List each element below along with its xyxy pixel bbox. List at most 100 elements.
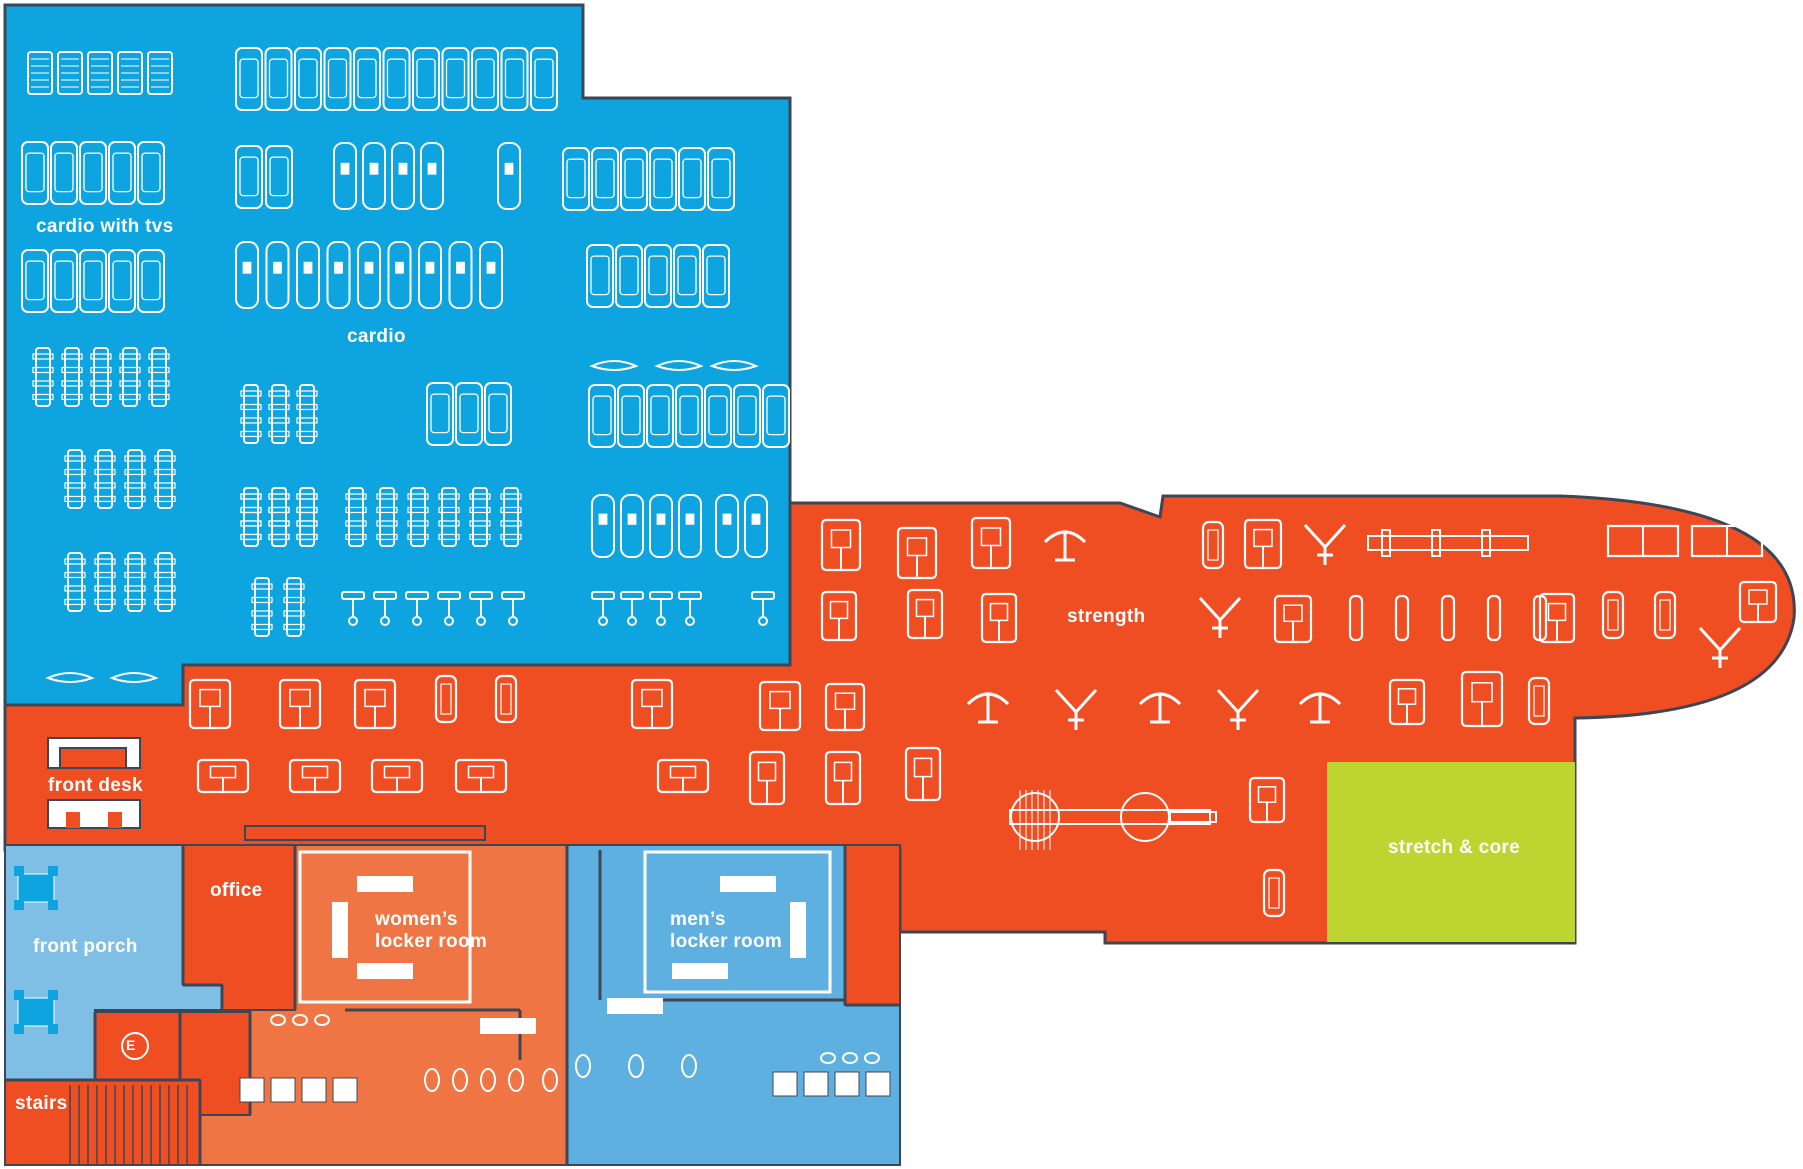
bike-pedal xyxy=(154,455,176,462)
womens-sink xyxy=(292,1014,308,1026)
treadmill-belt xyxy=(239,58,259,99)
bike-pedal xyxy=(124,495,146,503)
machine-seat xyxy=(829,600,849,620)
stool-base xyxy=(380,616,390,626)
bike-pedal xyxy=(64,468,86,476)
press-machine xyxy=(1198,596,1242,638)
elliptical-console xyxy=(627,513,637,525)
elliptical-console xyxy=(722,513,732,525)
treadmill-tv xyxy=(21,249,49,313)
elliptical-console xyxy=(334,261,343,274)
press-machine xyxy=(1054,688,1098,730)
upright-bike xyxy=(122,347,138,407)
treadmill-belt xyxy=(650,395,670,436)
elliptical xyxy=(479,241,503,309)
treadmill xyxy=(704,384,732,448)
treadmill-belt xyxy=(386,58,407,99)
treadmill xyxy=(586,244,614,308)
weight-bench xyxy=(1262,868,1286,918)
bike-pedal xyxy=(345,493,367,500)
rig-bar xyxy=(1169,811,1217,823)
treadmill-belt xyxy=(141,152,161,193)
treadmill xyxy=(382,47,411,111)
treadmill-belt xyxy=(83,152,103,193)
elliptical-console xyxy=(242,261,252,274)
press-machine xyxy=(1698,626,1742,668)
womens-toilet xyxy=(508,1068,524,1092)
upright-bike xyxy=(348,487,364,547)
bike-pedal xyxy=(500,493,522,500)
treadmill-belt xyxy=(706,255,726,296)
bike-pedal xyxy=(376,493,398,500)
dumbbell-rack xyxy=(1348,594,1364,642)
weight-bench xyxy=(1201,520,1225,570)
weight-bench xyxy=(434,674,458,724)
rower-head xyxy=(654,360,704,371)
treadmill-tv xyxy=(50,141,78,205)
treadmill xyxy=(588,384,616,448)
bike-pedal xyxy=(154,468,176,476)
elliptical-console xyxy=(486,261,496,274)
elliptical xyxy=(333,142,357,210)
upright-bike xyxy=(157,449,173,509)
bike-pedal xyxy=(154,482,176,489)
bike-pedal xyxy=(283,610,305,617)
bike-pedal xyxy=(268,417,290,424)
bike-pedal xyxy=(240,533,262,541)
bike-pedal xyxy=(64,571,86,579)
porch-chair xyxy=(48,900,58,910)
mens-bench xyxy=(607,998,663,1014)
bike-pedal xyxy=(296,390,318,397)
bike-pedal xyxy=(61,366,83,374)
treadmill-belt xyxy=(112,260,132,301)
upright-bike xyxy=(441,487,457,547)
bike-pedal xyxy=(296,403,318,411)
elliptical-console xyxy=(273,261,282,274)
bike-pedal xyxy=(283,596,305,604)
treadmill xyxy=(471,47,499,111)
bike-pedal xyxy=(154,495,176,503)
treadmill-belt xyxy=(766,395,786,436)
treadmill xyxy=(562,147,590,211)
machine-seat xyxy=(1547,602,1567,622)
upright-bike xyxy=(67,552,83,612)
bike-pedal xyxy=(240,403,262,411)
zone-mens-storage xyxy=(844,844,901,1006)
treadmill xyxy=(353,47,381,111)
bike-pedal xyxy=(438,506,460,514)
treadmill-belt xyxy=(711,158,731,199)
treadmill-belt xyxy=(239,156,259,197)
treadmill xyxy=(484,382,512,446)
machine-seat xyxy=(915,598,935,618)
stool-base xyxy=(508,616,518,626)
treadmill xyxy=(235,145,263,209)
bike-pedal xyxy=(283,623,305,631)
elliptical-console xyxy=(598,513,608,525)
tv-cardio-unit xyxy=(57,51,83,95)
bike-pedal xyxy=(124,455,146,462)
treadmill-belt xyxy=(653,158,673,199)
label-stretch-core: stretch & core xyxy=(1388,837,1520,858)
bike-pedal xyxy=(94,455,116,462)
upright-bike xyxy=(67,449,83,509)
elliptical xyxy=(418,241,442,309)
weight-bench xyxy=(1653,590,1677,640)
treadmill-belt xyxy=(430,393,450,434)
machine-seat xyxy=(769,690,791,710)
stool-base xyxy=(758,616,768,626)
treadmill-tv xyxy=(137,141,165,205)
bike-pedal xyxy=(345,506,367,514)
bike-pedal xyxy=(500,533,522,541)
upright-bike xyxy=(157,552,173,612)
porch-chair xyxy=(14,990,24,1000)
dumbbell-rack xyxy=(1486,594,1502,642)
bike-pedal xyxy=(94,468,116,476)
upright-bike xyxy=(299,487,315,547)
upright-bike xyxy=(271,487,287,547)
bench-pad xyxy=(1533,685,1545,717)
bike-pedal xyxy=(154,585,176,592)
bike-pedal xyxy=(296,493,318,500)
bike-pedal xyxy=(94,571,116,579)
bike-pedal xyxy=(90,353,112,360)
treadmill xyxy=(294,47,322,111)
